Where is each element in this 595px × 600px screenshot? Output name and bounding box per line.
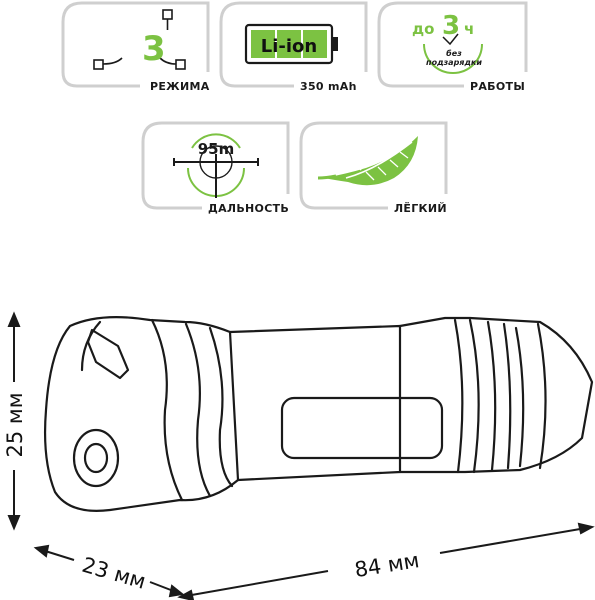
runtime-note-1: без xyxy=(446,48,462,58)
runtime-note-2: подзарядки xyxy=(426,58,482,67)
battery-icon: Li-ion xyxy=(244,23,338,65)
runtime-prefix: до xyxy=(412,20,434,38)
card-frame xyxy=(141,121,290,210)
range-card: 95m ДАЛЬНОСТЬ xyxy=(140,120,292,217)
battery-chem: Li-ion xyxy=(261,36,317,57)
flashlight-drawing: 25 мм 23 мм 84 мм xyxy=(3,311,595,600)
weight-card: ЛЁГКИЙ xyxy=(298,120,450,217)
weight-label: ЛЁГКИЙ xyxy=(394,202,447,215)
card-frame xyxy=(219,1,368,88)
crosshair-icon: 95m xyxy=(173,133,259,198)
modes-number: 3 xyxy=(142,29,166,69)
runtime-number: 3 xyxy=(442,11,460,41)
card-frame xyxy=(299,121,448,210)
range-value: 95m xyxy=(198,140,235,158)
dim-height: 25 мм xyxy=(3,392,27,457)
modes-icon: 3 xyxy=(93,9,186,70)
battery-card: Li-ion 350 mAh xyxy=(218,0,370,95)
battery-capacity: 350 mAh xyxy=(300,80,357,93)
feather-icon xyxy=(317,136,418,186)
card-frame xyxy=(377,1,528,88)
runtime-icon: до 3 ч без подзарядки xyxy=(412,11,483,74)
card-frame xyxy=(61,1,210,88)
dim-diameter: 23 мм xyxy=(79,553,148,594)
range-label: ДАЛЬНОСТЬ xyxy=(208,202,290,215)
runtime-card: до 3 ч без подзарядки РАБОТЫ xyxy=(376,0,531,95)
dim-length: 84 мм xyxy=(353,548,421,582)
runtime-unit: ч xyxy=(464,20,474,38)
modes-label: РЕЖИМА xyxy=(150,80,210,93)
modes-card: 3 РЕЖИМА xyxy=(60,0,212,95)
runtime-label: РАБОТЫ xyxy=(470,80,526,93)
